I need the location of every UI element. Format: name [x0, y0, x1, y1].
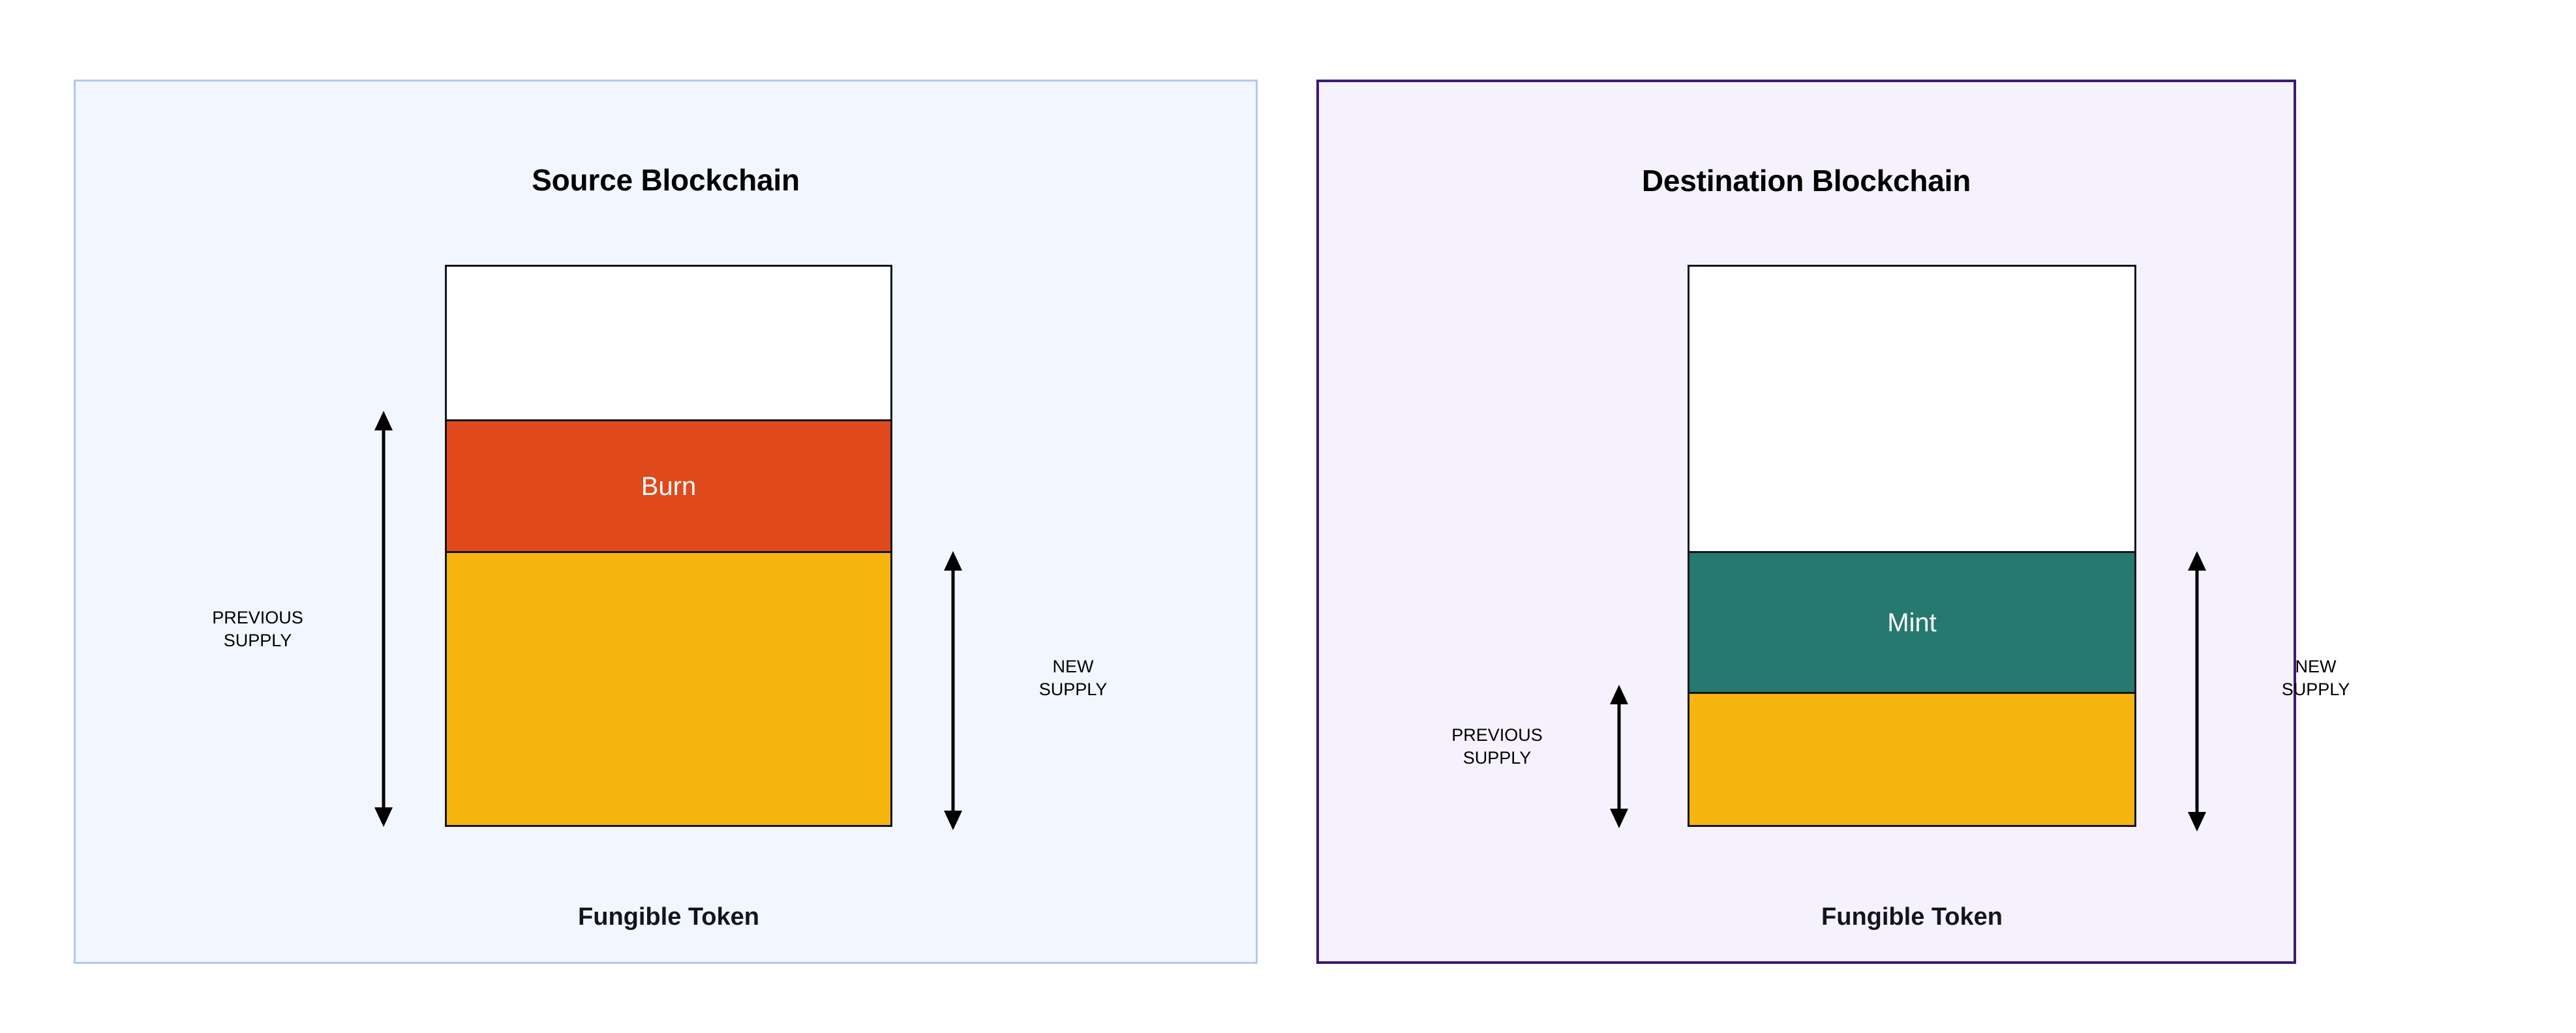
source-previous-supply-label: PREVIOUS SUPPLY	[212, 608, 303, 651]
source-panel-title: Source Blockchain	[532, 163, 800, 197]
destination-previous-supply-arrow	[1609, 685, 1629, 828]
source-bar-segment-remaining-supply	[447, 552, 890, 825]
destination-new-supply-arrow	[2187, 551, 2207, 831]
destination-bar-segment-headroom	[1690, 267, 2134, 551]
destination-token-supply-bar: Mint	[1688, 265, 2136, 827]
source-bar-segment-burn: Burn	[447, 419, 890, 553]
destination-bar-segment-previous-supply	[1690, 694, 2134, 825]
destination-panel-title: Destination Blockchain	[1641, 164, 1971, 198]
destination-previous-supply-label: PREVIOUS SUPPLY	[1451, 725, 1543, 768]
source-new-supply-label: NEW SUPPLY	[1038, 657, 1108, 700]
source-bar-caption: Fungible Token	[578, 903, 759, 931]
source-token-supply-bar: Burn	[445, 265, 892, 827]
source-previous-supply-arrow	[373, 411, 394, 827]
destination-bar-caption: Fungible Token	[1821, 903, 2003, 931]
source-bar-segment-headroom	[447, 267, 890, 420]
destination-bar-segment-mint: Mint	[1690, 550, 2134, 695]
destination-new-supply-label: NEW SUPPLY	[2281, 657, 2350, 700]
source-new-supply-arrow	[943, 551, 963, 830]
